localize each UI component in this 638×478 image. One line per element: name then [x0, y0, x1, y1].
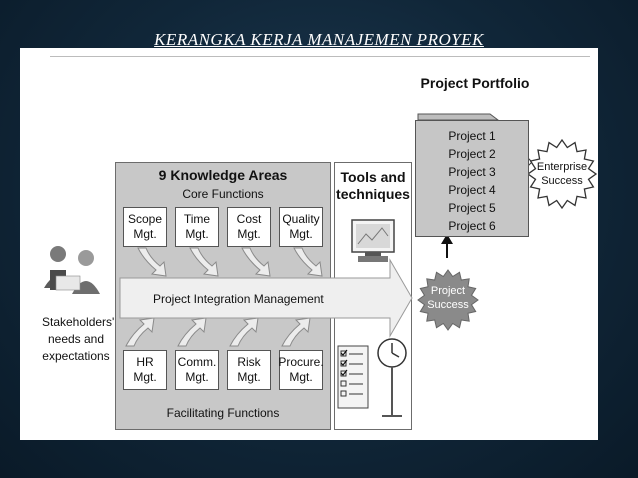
- curve-arrow-comm: [177, 317, 207, 347]
- scope-line1: Scope: [127, 212, 163, 226]
- diagram-graphics: [44, 113, 598, 417]
- integration-arrow: [119, 258, 413, 338]
- knowledge-areas-title: 9 Knowledge Areas: [158, 167, 288, 183]
- project-item: Project 2: [448, 147, 496, 161]
- portfolio-folder: Project 1 Project 2 Project 3 Project 4 …: [415, 120, 529, 237]
- stakeholders-line2: needs and: [47, 332, 105, 346]
- stakeholders-line1: Stakeholders': [42, 315, 115, 329]
- facilitating-functions-label: Facilitating Functions: [166, 406, 280, 420]
- portfolio-title: Project Portfolio: [420, 75, 530, 91]
- project-item: Project 4: [448, 183, 496, 197]
- tools-line1: Tools and: [340, 169, 406, 185]
- project-item: Project 6: [448, 219, 496, 233]
- time-line1: Time: [183, 212, 211, 226]
- procure-mgt-box: Procure.Mgt.: [278, 350, 324, 390]
- tools-title: Tools and techniques: [335, 169, 411, 203]
- tools-line2: techniques: [336, 186, 410, 202]
- quality-line1: Quality: [282, 212, 320, 226]
- curve-arrow-risk: [229, 317, 259, 347]
- comm-line2: Mgt.: [185, 370, 209, 384]
- procure-line2: Mgt.: [289, 370, 313, 384]
- curve-arrow-quality: [293, 247, 323, 277]
- curve-arrow-time: [189, 247, 219, 277]
- cost-line1: Cost: [236, 212, 262, 226]
- comm-mgt-box: Comm.Mgt.: [175, 350, 219, 390]
- slide-title: KERANGKA KERJA MANAJEMEN PROYEK: [154, 30, 484, 49]
- checklist-icon: [337, 345, 369, 409]
- stakeholders-line3: expectations: [42, 349, 110, 363]
- project-success-line1: Project: [430, 285, 466, 297]
- curve-arrow-procure: [281, 317, 311, 347]
- risk-line2: Mgt.: [237, 370, 261, 384]
- time-line2: Mgt.: [185, 227, 209, 241]
- enterprise-line2: Success: [541, 175, 583, 187]
- enterprise-line1: Enterprise: [536, 161, 588, 173]
- core-functions-label: Core Functions: [182, 187, 264, 201]
- curve-arrow-cost: [241, 247, 271, 277]
- project-item: Project 1: [448, 129, 496, 143]
- comm-line1: Comm.: [177, 355, 217, 369]
- curve-arrow-scope: [137, 247, 167, 277]
- project-item: Project 5: [448, 201, 496, 215]
- quality-line2: Mgt.: [289, 227, 313, 241]
- stakeholders-label: Stakeholders' needs and expectations: [42, 314, 114, 365]
- hr-line1: HR: [136, 355, 154, 369]
- core-curve-arrows: [137, 247, 323, 277]
- facilitating-curve-arrows: [125, 317, 311, 347]
- clock-icon: [377, 338, 407, 417]
- project-success-label: Project Success: [422, 284, 474, 312]
- project-success-to-portfolio-arrow: [441, 234, 453, 258]
- cost-line2: Mgt.: [237, 227, 261, 241]
- procure-line1: Procure.: [278, 355, 324, 369]
- project-success-star: [417, 269, 479, 331]
- enterprise-success-label: Enterprise Success: [532, 160, 592, 188]
- stakeholders-people-icon: [44, 246, 100, 294]
- computer-monitor-icon: [351, 219, 395, 262]
- scope-line2: Mgt.: [133, 227, 157, 241]
- title-divider: [50, 56, 590, 57]
- curve-arrow-hr: [125, 317, 155, 347]
- integration-label: Project Integration Management: [153, 292, 324, 306]
- hr-line2: Mgt.: [133, 370, 157, 384]
- project-success-line2: Success: [427, 299, 469, 311]
- risk-line1: Risk: [237, 355, 261, 369]
- enterprise-success-star: [526, 138, 598, 210]
- project-item: Project 3: [448, 165, 496, 179]
